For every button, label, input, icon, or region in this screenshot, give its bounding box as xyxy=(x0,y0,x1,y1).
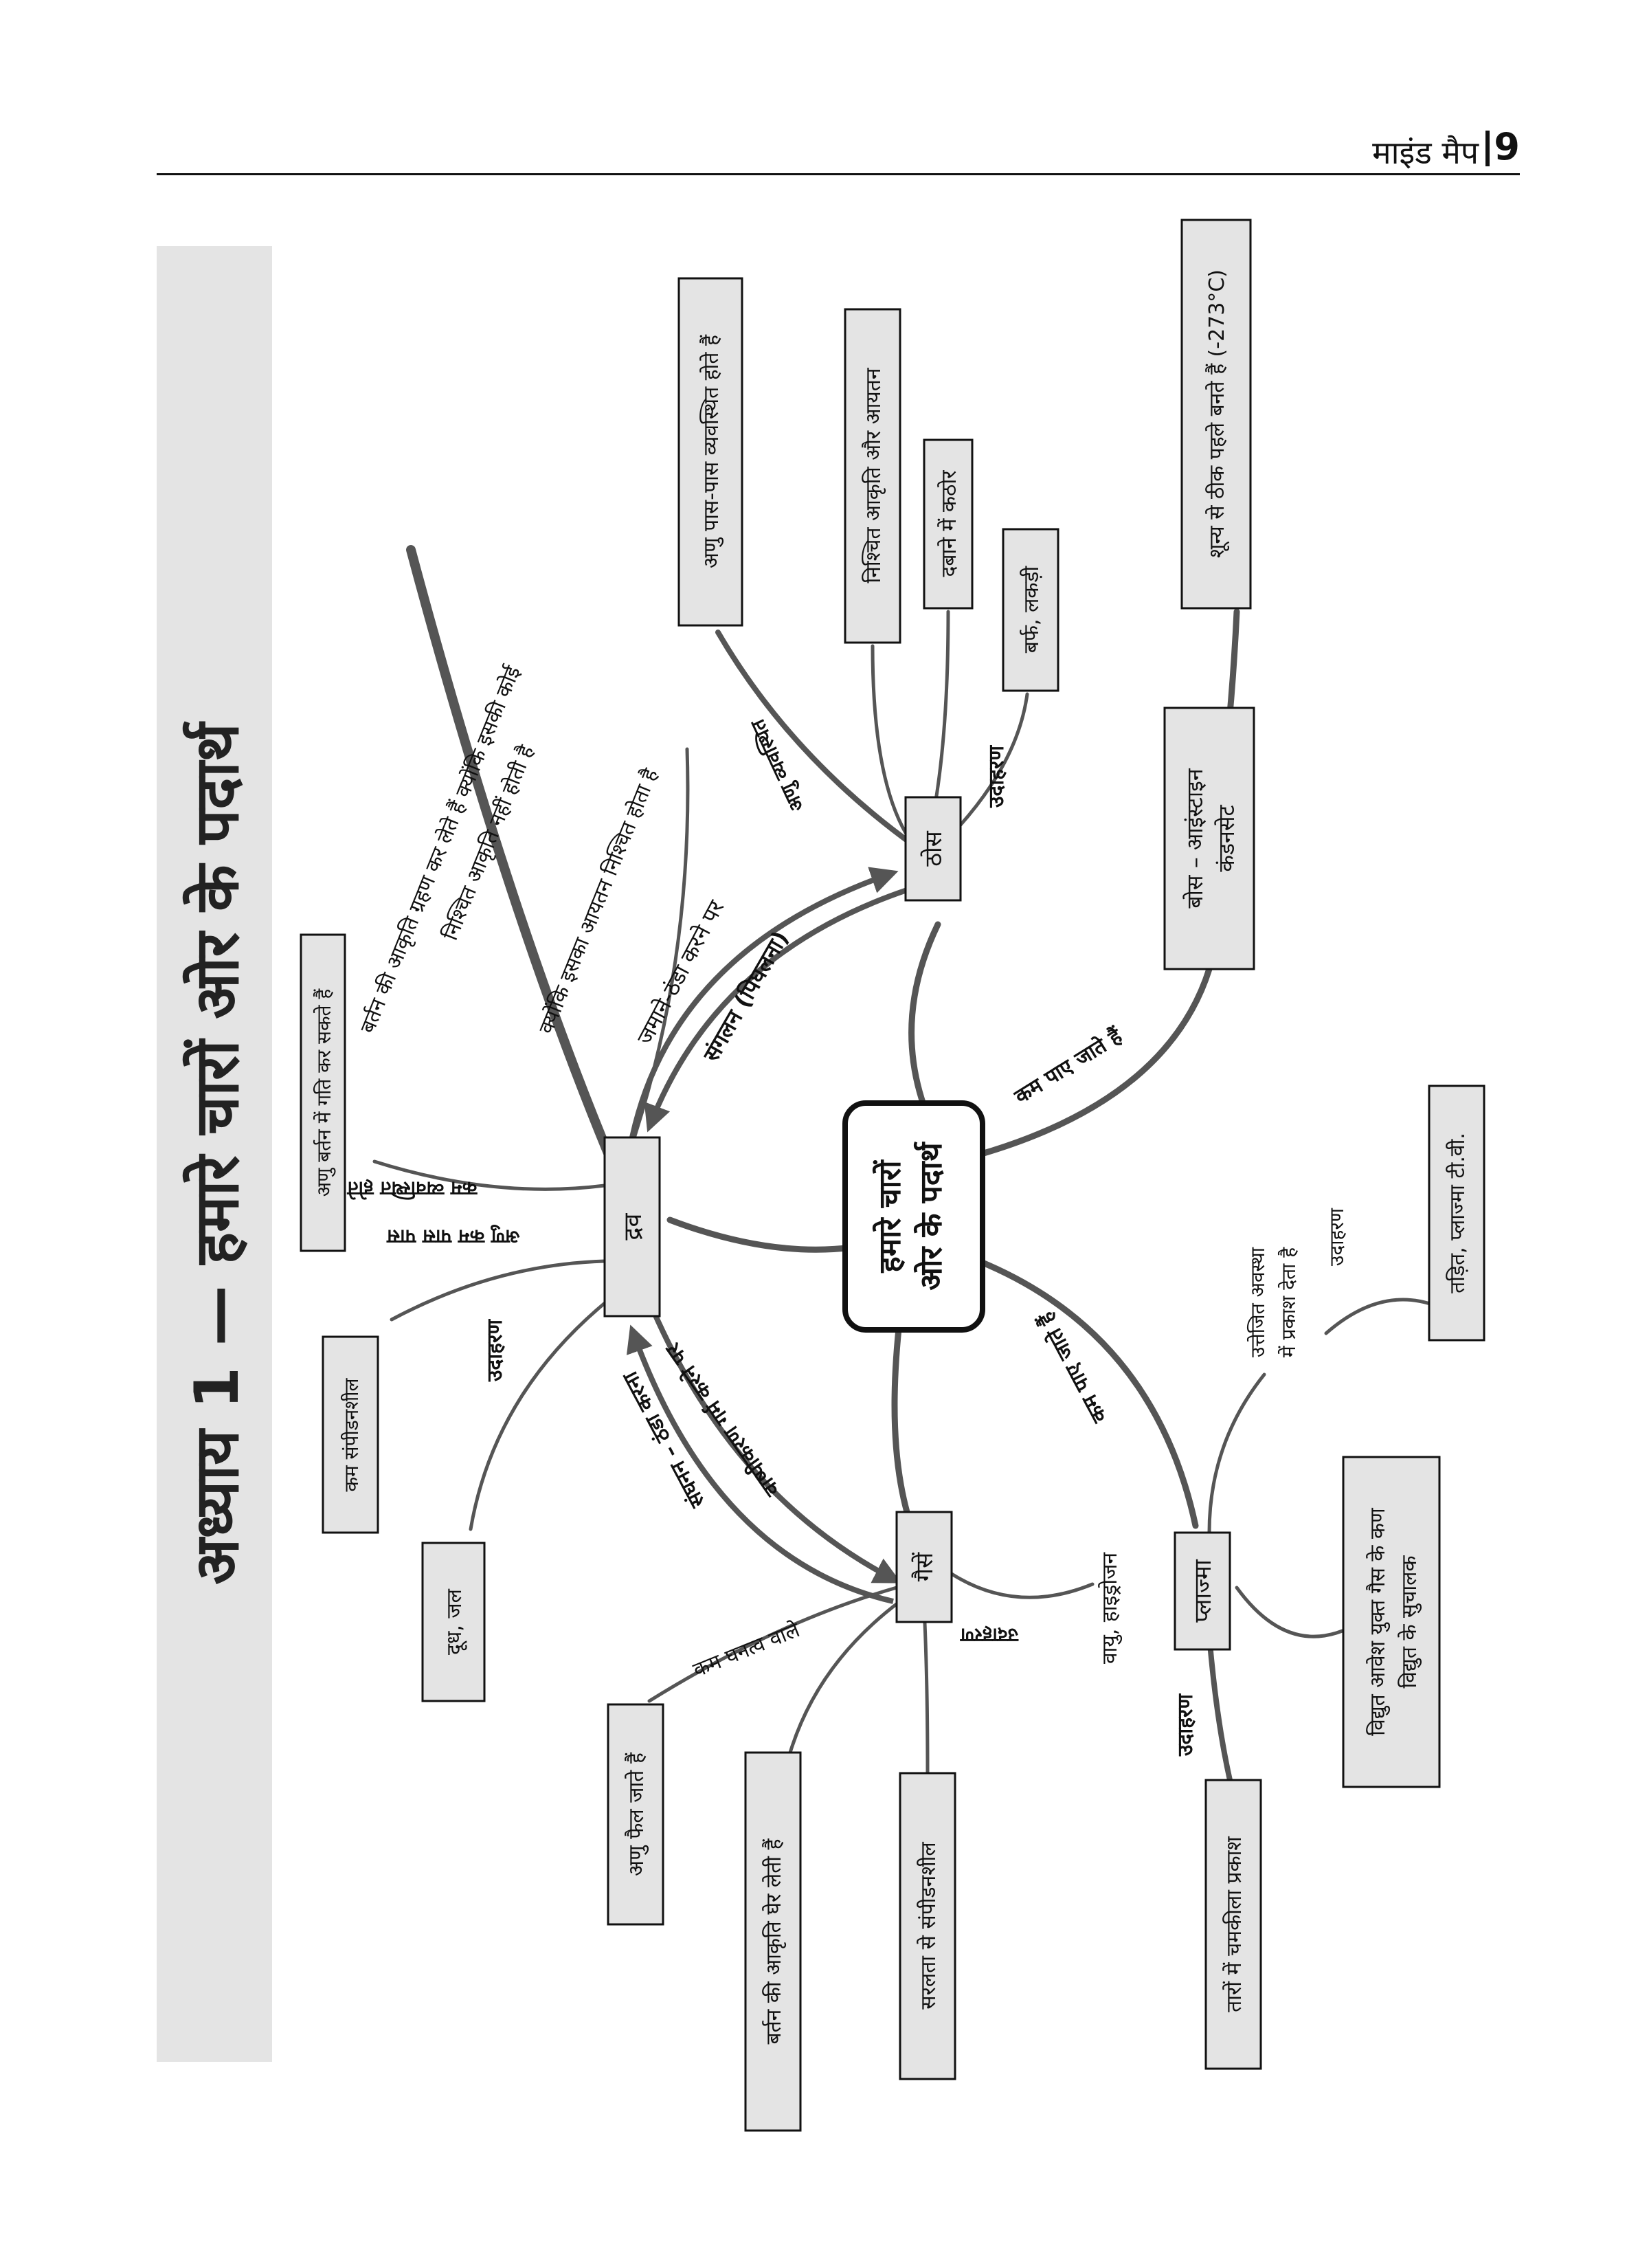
link-liquid-example xyxy=(469,1290,620,1531)
plasma-examples-label: उदाहरण xyxy=(1325,1208,1348,1266)
gas-spread-text: अणु फैल जाते हैं xyxy=(625,1752,649,1876)
plasma-stars-examples-label: उदाहरण xyxy=(1174,1693,1198,1757)
chapter-title-band: अध्याय 1 — हमारे चारों ओर के पदार्थ xyxy=(157,246,272,2062)
plasma-stars-box: तारों में चमकीला प्रकाश xyxy=(1204,1779,1262,2070)
gas-examples-label: उदाहरण xyxy=(959,1624,1019,1647)
melting-label: संगलन (पिघलना) xyxy=(697,926,794,1067)
link-center-gas xyxy=(891,1313,910,1515)
center-line-1: हमारे चारों xyxy=(872,1159,908,1274)
gas-container-box: बर्तन की आकृति घेर लेती हैं xyxy=(744,1751,802,2132)
solid-arranged-text: अणु पास-पास व्यवस्थित होते हैं xyxy=(699,334,724,568)
solid-example-text: बर्फ, लकड़ी xyxy=(1020,566,1044,654)
gas-container-text: बर्तन की आकृति घेर लेती हैं xyxy=(762,1838,787,2044)
center-line-2: ओर के पदार्थ xyxy=(913,1141,949,1290)
liquid-fact-label-1: कम व्यवस्थित होते xyxy=(347,1177,478,1200)
link-plasma-excited xyxy=(1207,1372,1266,1535)
plasma-conductor-line-2: विद्युत के सुचालक xyxy=(1398,1555,1422,1689)
plasma-examples-box: तड़ित, प्लाज्मा टी.वी. xyxy=(1428,1085,1485,1342)
link-liquid-fact xyxy=(372,1159,607,1191)
solid-hard-text: दबाने में कठोर xyxy=(937,470,961,577)
liquid-fact-box: अणु बर्तन में गति कर सकते हैं xyxy=(300,933,346,1252)
liquid-compress-box: कम संपीडनशील xyxy=(322,1335,379,1534)
plasma-conductor-line-1: विद्युत आवेश युक्त गैस के कण xyxy=(1366,1507,1391,1736)
link-liquid-shape xyxy=(406,545,616,1166)
gas-examples-text: वायु, हाइड्रोजन xyxy=(1098,1552,1123,1664)
gas-label: गैसें xyxy=(911,1552,939,1581)
link-gas-examples xyxy=(950,1572,1095,1599)
gas-compress-text: सरलता से संपीडनशील xyxy=(917,1842,941,2010)
header-title: माइंड मैप xyxy=(1372,134,1479,171)
link-center-bec xyxy=(976,966,1213,1158)
link-gas-spread xyxy=(647,1586,899,1703)
link-plasma-examples xyxy=(1324,1298,1438,1335)
liquid-label: द्रव xyxy=(619,1212,647,1240)
liquid-compress-text: कम संपीडनशील xyxy=(340,1377,363,1491)
gas-density-label: कम घनत्व वाले xyxy=(690,1618,804,1682)
center-node: हमारे चारों ओर के पदार्थ xyxy=(842,1100,985,1333)
liquid-example-box: दूध, जल xyxy=(421,1542,486,1702)
solid-example-box: बर्फ, लकड़ी xyxy=(1002,528,1059,692)
link-center-solid xyxy=(908,921,941,1110)
plasma-label: प्लाज्मा xyxy=(1189,1559,1217,1623)
plasma-node: प्लाज्मा xyxy=(1174,1531,1231,1651)
bec-line-1: बोस – आइंस्टाइन xyxy=(1182,768,1208,909)
link-liquid-volume xyxy=(627,747,690,1157)
plasma-excited-line-2: में प्रकाश देता है xyxy=(1277,1247,1300,1357)
plasma-examples-text: तड़ित, प्लाज्मा टी.वी. xyxy=(1446,1133,1470,1293)
link-solid-arranged xyxy=(715,630,917,848)
arrow-evaporation xyxy=(650,1308,902,1583)
gas-spread-box: अणु फैल जाते हैं xyxy=(607,1703,664,1926)
solid-label: ठोस xyxy=(920,830,947,867)
link-solid-shape xyxy=(871,644,916,847)
plasma-stars-text: तारों में चमकीला प्रकाश xyxy=(1222,1836,1246,2012)
solid-arranged-label: अणु व्यवस्थित xyxy=(746,715,809,815)
plasma-conductor-box: विद्युत आवेश युक्त गैस के कण विद्युत के … xyxy=(1342,1456,1441,1788)
arrow-freezing xyxy=(629,867,899,1138)
bec-node: बोस – आइंस्टाइन कंडनसेट xyxy=(1163,707,1255,970)
transition-arrows xyxy=(626,867,908,1604)
bec-line-2: कंडनसेट xyxy=(1213,805,1239,872)
liquid-example-text: दूध, जल xyxy=(442,1588,467,1655)
header-divider xyxy=(1485,131,1490,166)
solid-node: ठोस xyxy=(904,796,962,902)
bec-info-box: शून्य से ठीक पहले बनते हैं (-273°C) xyxy=(1180,219,1252,610)
link-gas-compress xyxy=(922,1606,930,1775)
liquid-volume-line: क्योंकि इसका आयतन निश्चित होता है xyxy=(535,764,664,1037)
gas-compress-box: सरलता से संपीडनशील xyxy=(899,1772,956,2080)
bec-info-text: शून्य से ठीक पहले बनते हैं (-273°C) xyxy=(1205,269,1230,558)
liquid-fact-label-2: अणु कम पास पास xyxy=(386,1225,519,1248)
link-center-liquid xyxy=(666,1216,855,1253)
arrow-melting xyxy=(644,887,908,1133)
link-gas-container xyxy=(788,1599,902,1755)
plasma-excited-line-1: उत्तेजित अवस्था xyxy=(1246,1247,1269,1357)
solid-shape-text: निश्चित आकृति और आयतन xyxy=(862,367,886,583)
link-liquid-compress xyxy=(390,1259,607,1322)
arrow-condensation xyxy=(626,1324,894,1604)
liquid-examples-label: उदाहरण xyxy=(483,1319,507,1382)
link-plasma-stars xyxy=(1207,1633,1233,1783)
link-center-plasma xyxy=(976,1258,1199,1529)
page-header: माइंड मैप 9 xyxy=(157,125,1520,175)
liquid-node: द्रव xyxy=(603,1136,661,1318)
solid-hard-box: दबाने में कठोर xyxy=(923,438,974,610)
solid-examples-label: उदाहरण xyxy=(985,745,1009,808)
page-number: 9 xyxy=(1494,125,1520,168)
solid-arranged-box: अणु पास-पास व्यवस्थित होते हैं xyxy=(677,277,743,627)
plasma-link-label: कम पाए जाते हैं xyxy=(1033,1307,1112,1427)
solid-shape-box: निश्चित आकृति और आयतन xyxy=(844,308,901,644)
liquid-fact-text: अणु बर्तन में गति कर सकते हैं xyxy=(313,988,336,1197)
link-plasma-conductor xyxy=(1235,1586,1362,1638)
gas-node: गैसें xyxy=(895,1511,953,1623)
